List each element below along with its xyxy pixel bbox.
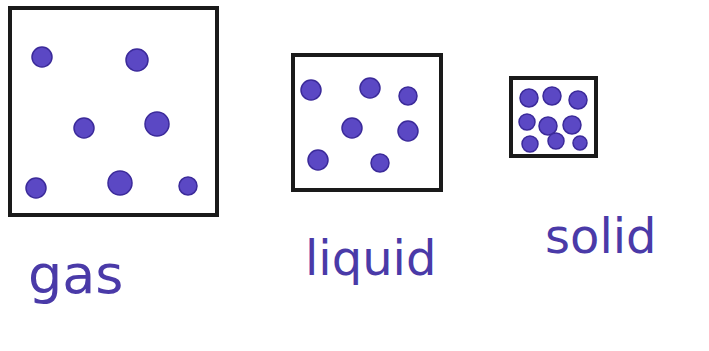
gas-box: [10, 8, 217, 215]
state-label: solid: [545, 210, 657, 263]
state-label: gas: [28, 245, 124, 304]
state-label-holder: liquid: [305, 232, 436, 285]
solid-box: [511, 78, 596, 156]
particles: [26, 47, 587, 198]
state-label-holder: solid: [545, 210, 657, 263]
state-label: liquid: [305, 232, 436, 285]
liquid-box: [293, 55, 441, 190]
state-label-holder: gas: [28, 245, 124, 304]
